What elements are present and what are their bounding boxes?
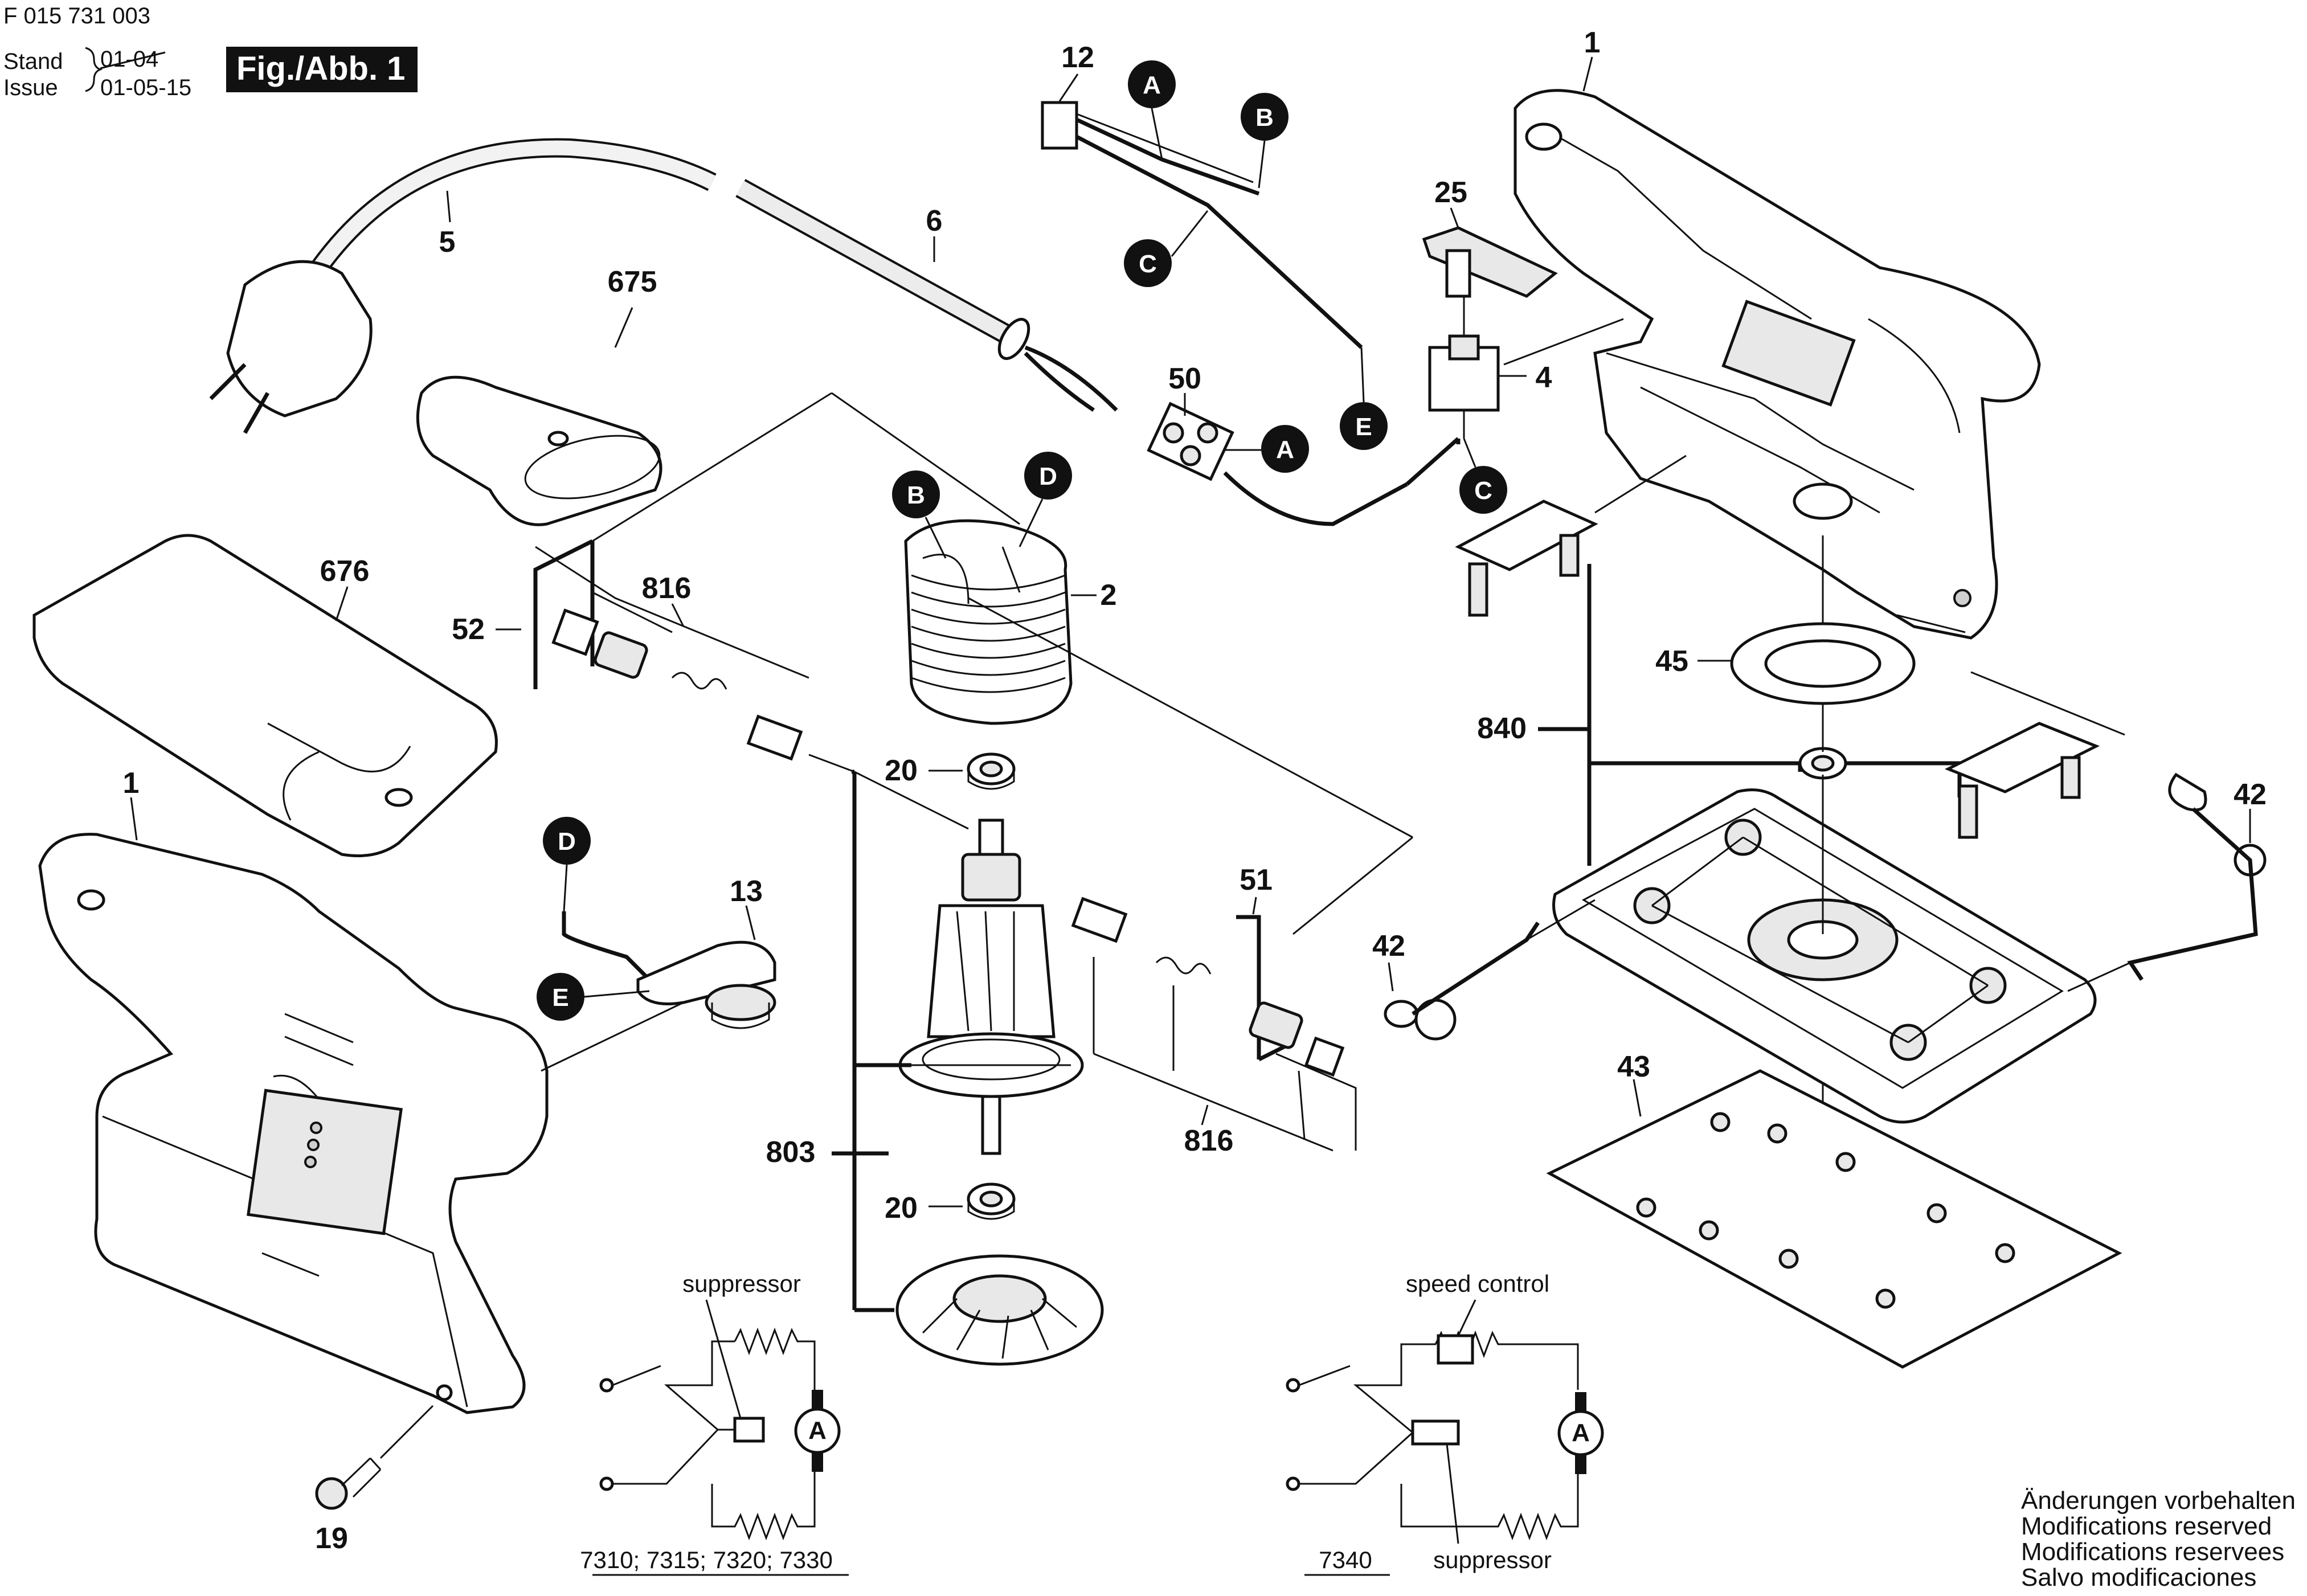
figure-label: Fig./Abb. 1	[226, 47, 418, 92]
part-number-51: 51	[1240, 864, 1273, 897]
schematic-left-caption: suppressor	[682, 1270, 801, 1297]
power-cable-5	[209, 138, 717, 434]
connector-a-top: A	[1128, 60, 1176, 160]
connector-a-terminal: A	[1225, 425, 1309, 473]
schematic-right-caption-top: speed control	[1406, 1270, 1549, 1297]
part-number-803: 803	[766, 1136, 816, 1169]
svg-text:E: E	[1355, 413, 1372, 441]
connector-d-coil: D	[1018, 452, 1072, 547]
header-brace	[85, 47, 166, 92]
modifications-note: Änderungen vorbehalten Modifications res…	[2021, 1488, 2296, 1590]
part-number-676: 676	[320, 555, 370, 588]
sanding-sheet-43	[1546, 1069, 2122, 1369]
schematic-right-caption-bottom: suppressor	[1433, 1546, 1552, 1573]
part-number-50: 50	[1168, 362, 1201, 395]
connector-e-dial: E	[537, 973, 650, 1021]
bracket-803	[852, 770, 911, 1312]
schematic-left	[599, 1327, 841, 1541]
part-number-20-top: 20	[885, 754, 918, 787]
cable-sleeve-6	[735, 179, 1118, 412]
svg-text:B: B	[907, 481, 925, 509]
svg-text:D: D	[1039, 463, 1057, 490]
motor-symbol-left: A	[808, 1417, 827, 1444]
housing-top	[1514, 89, 2041, 640]
part-number-6: 6	[926, 204, 943, 238]
part-number-42-left: 42	[1372, 930, 1405, 963]
field-coil-2	[904, 519, 1073, 725]
housing-left	[38, 833, 549, 1414]
spring-42-right	[2127, 772, 2267, 981]
svg-text:C: C	[1474, 477, 1492, 505]
schematic-right	[1286, 1330, 1604, 1541]
terminal-block-50	[1147, 402, 1408, 526]
part-number-45: 45	[1655, 645, 1688, 678]
dust-adapter-675	[416, 375, 662, 526]
part-number-43: 43	[1617, 1050, 1650, 1083]
part-number-42-right: 42	[2234, 778, 2267, 811]
bearing-20-top	[967, 752, 1016, 790]
speed-dial-13	[562, 911, 776, 1029]
part-number-13: 13	[730, 875, 763, 908]
note-line-de: Änderungen vorbehalten	[2021, 1487, 2296, 1515]
svg-text:B: B	[1255, 104, 1274, 132]
connector-c-top: C	[1124, 210, 1209, 287]
dust-bag-676	[32, 534, 498, 857]
schematic-right-models: 7340	[1319, 1546, 1372, 1573]
svg-text:D: D	[558, 828, 576, 856]
wire-harness-12	[1041, 101, 1363, 349]
part-number-19: 19	[315, 1522, 348, 1555]
part-number-840: 840	[1477, 712, 1527, 745]
svg-text:E: E	[552, 984, 568, 1012]
svg-text:A: A	[1276, 436, 1294, 464]
part-number-12: 12	[1061, 41, 1094, 74]
svg-text:A: A	[1143, 71, 1161, 99]
part-number-1-left: 1	[123, 767, 140, 800]
switch-cover-25	[1422, 226, 1558, 298]
part-number-20-bottom: 20	[885, 1192, 918, 1225]
note-line-en: Modifications reserved	[2021, 1512, 2272, 1540]
part-number-4: 4	[1536, 361, 1552, 394]
part-number-816-top: 816	[642, 572, 692, 605]
schematic-left-models: 7310; 7315; 7320; 7330	[580, 1546, 833, 1573]
connector-d-dial: D	[543, 817, 591, 912]
stand-label: Stand	[3, 49, 63, 74]
part-number-25: 25	[1434, 176, 1467, 209]
pad-bearing	[1798, 747, 1847, 780]
pad-foot-left	[1455, 500, 1598, 617]
brush-holder-816-top	[533, 539, 809, 761]
part-number-1-top: 1	[1584, 26, 1601, 59]
part-number-675: 675	[608, 265, 657, 298]
motor-symbol-right: A	[1572, 1419, 1590, 1447]
fan	[895, 1254, 1104, 1366]
screw-19	[315, 1405, 434, 1510]
switch-4	[1428, 296, 1527, 439]
armature-803	[898, 819, 1084, 1155]
pad-840	[1552, 788, 2097, 1124]
issue-value: 01-05-15	[100, 75, 192, 100]
connector-b-top: B	[1241, 93, 1289, 189]
spring-42-left	[1384, 922, 1540, 1041]
bearing-20-bottom	[967, 1182, 1016, 1220]
pad-foot-right	[1944, 722, 2100, 839]
note-line-es: Salvo modificaciones	[2021, 1564, 2257, 1591]
connector-c-switch: C	[1459, 438, 1507, 514]
connector-b-coil: B	[892, 470, 947, 559]
part-number-816-bottom: 816	[1184, 1124, 1234, 1157]
doc-number: F 015 731 003	[3, 3, 150, 28]
part-number-5: 5	[439, 226, 456, 259]
seal-45	[1730, 622, 1916, 705]
note-line-fr: Modifications reservees	[2021, 1538, 2285, 1566]
part-number-2: 2	[1101, 579, 1117, 612]
svg-text:C: C	[1139, 250, 1157, 278]
part-number-52: 52	[452, 613, 485, 646]
issue-label: Issue	[3, 75, 58, 100]
brush-holder-816-bottom	[1071, 897, 1357, 1152]
connector-e-top: E	[1340, 347, 1388, 450]
